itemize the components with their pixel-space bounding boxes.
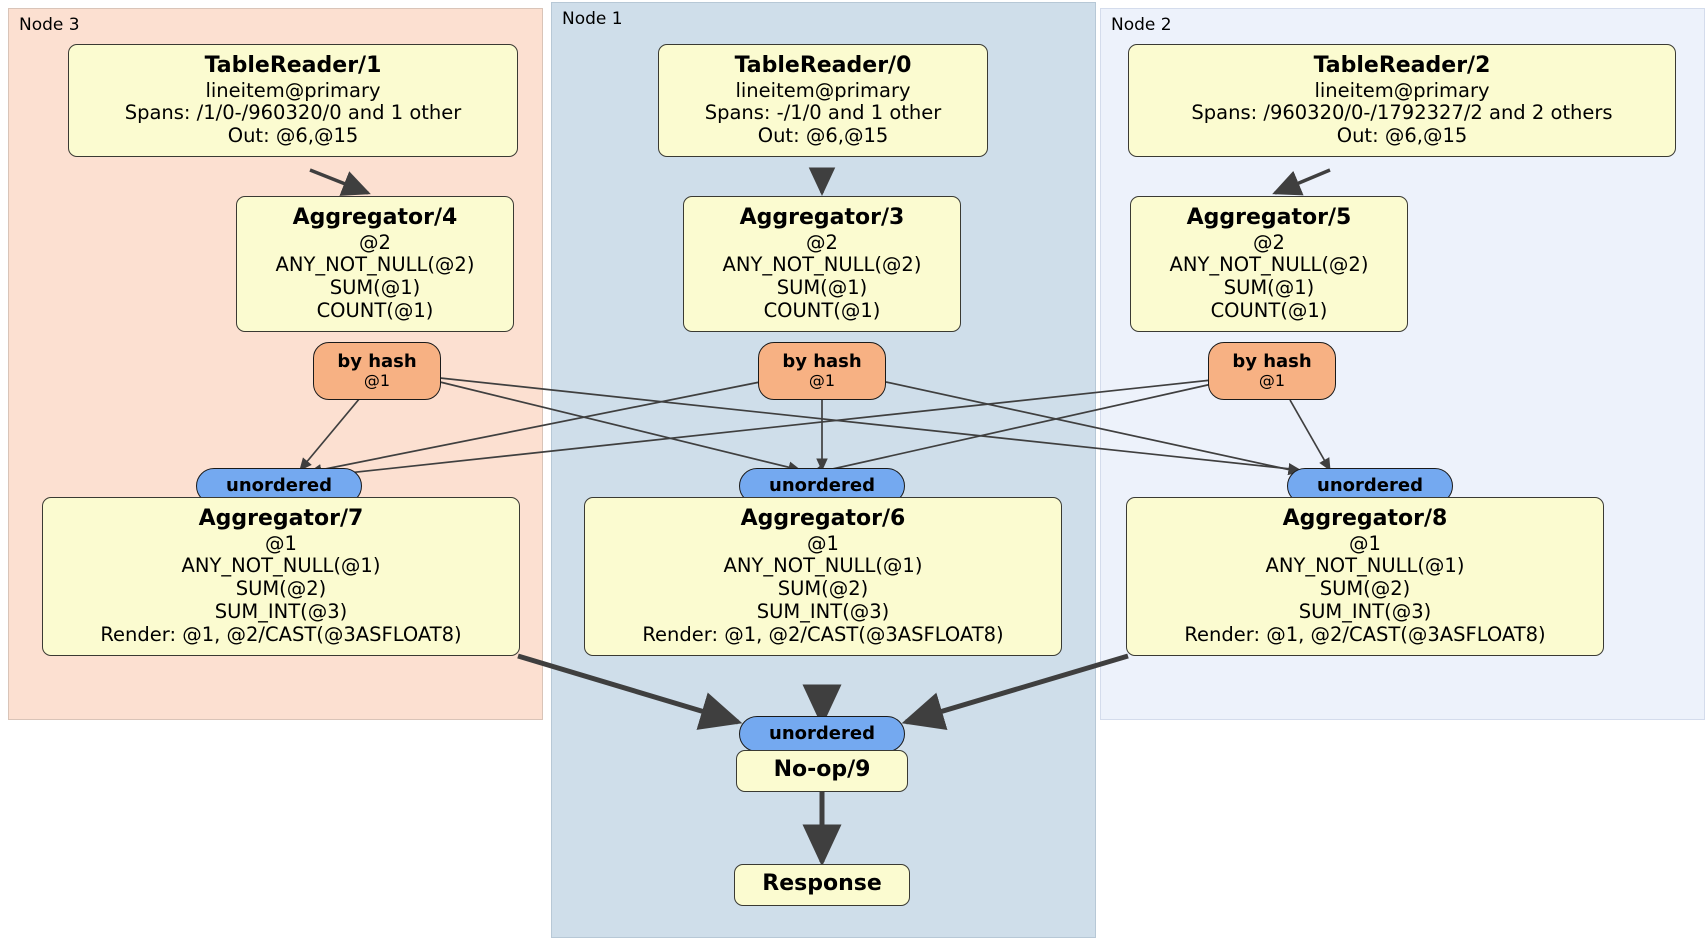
- table-reader-1-spans: Spans: /1/0-/960320/0 and 1 other: [124, 101, 462, 125]
- node-aggregator-7[interactable]: Aggregator/7 @1 ANY_NOT_NULL(@1) SUM(@2)…: [42, 497, 520, 656]
- synchronizer-unordered-7-label: unordered: [226, 475, 332, 497]
- aggregator-6-anynotnull: ANY_NOT_NULL(@1): [723, 554, 923, 578]
- cluster-node-2-label: Node 2: [1111, 15, 1172, 35]
- aggregator-6-group: @1: [807, 531, 839, 555]
- table-reader-0-spans: Spans: -/1/0 and 1 other: [704, 101, 942, 125]
- node-aggregator-3[interactable]: Aggregator/3 @2 ANY_NOT_NULL(@2) SUM(@1)…: [683, 196, 961, 332]
- aggregator-6-title: Aggregator/6: [740, 506, 906, 531]
- node-aggregator-4[interactable]: Aggregator/4 @2 ANY_NOT_NULL(@2) SUM(@1)…: [236, 196, 514, 332]
- table-reader-2-title: TableReader/2: [1313, 53, 1491, 78]
- node-table-reader-2[interactable]: TableReader/2 lineitem@primary Spans: /9…: [1128, 44, 1676, 157]
- router-by-hash-4-label: by hash: [337, 351, 417, 373]
- aggregator-4-title: Aggregator/4: [292, 205, 458, 230]
- router-by-hash-aggregator-4[interactable]: by hash @1: [313, 342, 441, 400]
- router-by-hash-3-label: by hash: [782, 351, 862, 373]
- table-reader-0-table: lineitem@primary: [735, 78, 911, 102]
- node-table-reader-0[interactable]: TableReader/0 lineitem@primary Spans: -/…: [658, 44, 988, 157]
- router-by-hash-aggregator-5[interactable]: by hash @1: [1208, 342, 1336, 400]
- aggregator-8-group: @1: [1349, 531, 1381, 555]
- table-reader-1-table: lineitem@primary: [205, 78, 381, 102]
- aggregator-6-render: Render: @1, @2/CAST(@3ASFLOAT8): [642, 622, 1004, 646]
- synchronizer-unordered-6-label: unordered: [769, 475, 875, 497]
- aggregator-4-anynotnull: ANY_NOT_NULL(@2): [275, 253, 475, 277]
- table-reader-0-out: Out: @6,@15: [757, 124, 889, 148]
- node-aggregator-8[interactable]: Aggregator/8 @1 ANY_NOT_NULL(@1) SUM(@2)…: [1126, 497, 1604, 656]
- table-reader-2-spans: Spans: /960320/0-/1792327/2 and 2 others: [1191, 101, 1613, 125]
- table-reader-0-title: TableReader/0: [734, 53, 912, 78]
- aggregator-6-sum: SUM(@2): [777, 577, 869, 601]
- router-by-hash-4-column: @1: [363, 371, 391, 391]
- aggregator-7-render: Render: @1, @2/CAST(@3ASFLOAT8): [100, 622, 462, 646]
- router-by-hash-5-column: @1: [1258, 371, 1286, 391]
- no-op-9-title: No-op/9: [773, 757, 871, 782]
- aggregator-7-group: @1: [265, 531, 297, 555]
- aggregator-7-sumint: SUM_INT(@3): [214, 599, 348, 623]
- aggregator-8-sumint: SUM_INT(@3): [1298, 599, 1432, 623]
- node-aggregator-6[interactable]: Aggregator/6 @1 ANY_NOT_NULL(@1) SUM(@2)…: [584, 497, 1062, 656]
- table-reader-2-out: Out: @6,@15: [1336, 124, 1468, 148]
- aggregator-3-title: Aggregator/3: [739, 205, 905, 230]
- aggregator-8-anynotnull: ANY_NOT_NULL(@1): [1265, 554, 1465, 578]
- aggregator-5-title: Aggregator/5: [1186, 205, 1352, 230]
- aggregator-5-sum: SUM(@1): [1223, 276, 1315, 300]
- aggregator-7-title: Aggregator/7: [198, 506, 364, 531]
- synchronizer-unordered-8-label: unordered: [1317, 475, 1423, 497]
- aggregator-3-sum: SUM(@1): [776, 276, 868, 300]
- aggregator-4-count: COUNT(@1): [316, 298, 434, 322]
- aggregator-4-group: @2: [359, 230, 391, 254]
- response-title: Response: [762, 871, 882, 896]
- aggregator-5-count: COUNT(@1): [1210, 298, 1328, 322]
- node-table-reader-1[interactable]: TableReader/1 lineitem@primary Spans: /1…: [68, 44, 518, 157]
- cluster-node-3-label: Node 3: [19, 15, 80, 35]
- cluster-node-1-label: Node 1: [562, 9, 623, 29]
- node-response[interactable]: Response: [734, 864, 910, 906]
- aggregator-3-group: @2: [806, 230, 838, 254]
- aggregator-4-sum: SUM(@1): [329, 276, 421, 300]
- router-by-hash-3-column: @1: [808, 371, 836, 391]
- table-reader-2-table: lineitem@primary: [1314, 78, 1490, 102]
- aggregator-7-sum: SUM(@2): [235, 577, 327, 601]
- node-no-op-9[interactable]: No-op/9: [736, 750, 908, 792]
- aggregator-3-count: COUNT(@1): [763, 298, 881, 322]
- aggregator-8-title: Aggregator/8: [1282, 506, 1448, 531]
- aggregator-8-render: Render: @1, @2/CAST(@3ASFLOAT8): [1184, 622, 1546, 646]
- node-aggregator-5[interactable]: Aggregator/5 @2 ANY_NOT_NULL(@2) SUM(@1)…: [1130, 196, 1408, 332]
- aggregator-3-anynotnull: ANY_NOT_NULL(@2): [722, 253, 922, 277]
- table-reader-1-out: Out: @6,@15: [227, 124, 359, 148]
- table-reader-1-title: TableReader/1: [204, 53, 382, 78]
- aggregator-5-group: @2: [1253, 230, 1285, 254]
- synchronizer-unordered-9-label: unordered: [769, 723, 875, 745]
- router-by-hash-aggregator-3[interactable]: by hash @1: [758, 342, 886, 400]
- aggregator-7-anynotnull: ANY_NOT_NULL(@1): [181, 554, 381, 578]
- aggregator-6-sumint: SUM_INT(@3): [756, 599, 890, 623]
- router-by-hash-5-label: by hash: [1232, 351, 1312, 373]
- aggregator-5-anynotnull: ANY_NOT_NULL(@2): [1169, 253, 1369, 277]
- synchronizer-unordered-noop-9[interactable]: unordered: [739, 716, 905, 752]
- aggregator-8-sum: SUM(@2): [1319, 577, 1411, 601]
